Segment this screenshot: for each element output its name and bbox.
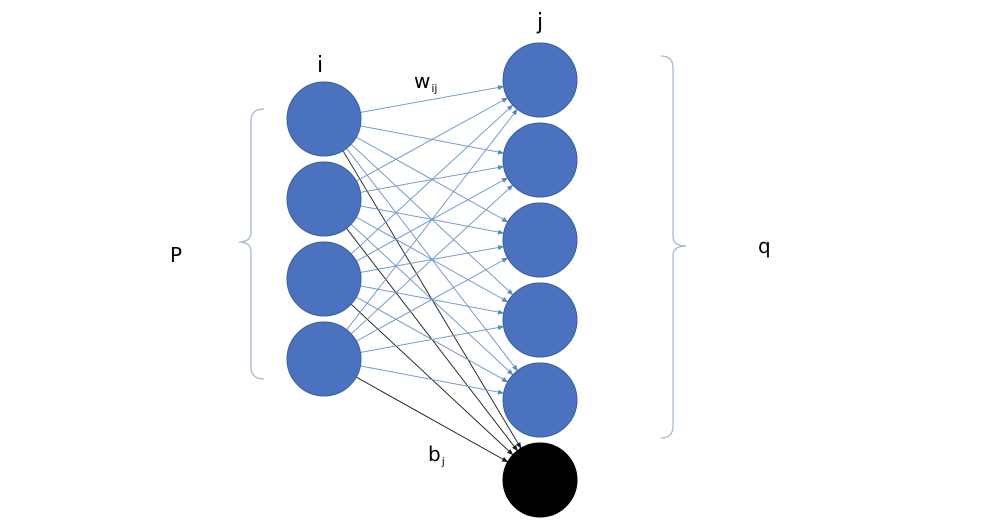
input-neuron-1 xyxy=(286,81,362,157)
output-neuron-1 xyxy=(502,42,578,118)
weight-edge-4-1 xyxy=(346,108,518,330)
connection-edges xyxy=(342,85,522,463)
input-count-label: P xyxy=(170,243,183,267)
bias-label-subscript: j xyxy=(441,455,445,468)
output-count-label: q xyxy=(758,234,771,258)
output-neuron-5 xyxy=(502,362,578,438)
input-neuron-2 xyxy=(286,161,362,237)
output-node-label: j xyxy=(537,10,544,35)
weight-label: wij xyxy=(414,71,437,94)
weight-edge-4-3 xyxy=(356,257,509,342)
input-neuron-4 xyxy=(286,321,362,397)
weight-edge-3-1 xyxy=(350,104,514,255)
weight-edge-4-4 xyxy=(360,325,505,353)
bias-edge-4 xyxy=(356,376,509,463)
weight-edge-4-2 xyxy=(350,184,514,335)
weight-edge-1-1 xyxy=(360,85,505,113)
weight-label-base: w xyxy=(414,69,431,93)
bias-label: bj xyxy=(428,444,445,467)
output-neuron-4 xyxy=(502,282,578,358)
input-neuron-3 xyxy=(286,241,362,317)
bias-label-base: b xyxy=(428,442,441,466)
input-layer-brace xyxy=(238,108,265,380)
output-neuron-3 xyxy=(502,202,578,278)
neuron-nodes xyxy=(286,42,578,518)
bias-neuron xyxy=(502,442,578,518)
output-layer-brace xyxy=(660,55,687,439)
weight-edge-2-1 xyxy=(356,97,509,182)
weight-label-subscript: ij xyxy=(431,82,438,95)
output-neuron-2 xyxy=(502,122,578,198)
input-node-label: i xyxy=(317,53,324,78)
weight-edge-4-5 xyxy=(360,365,505,395)
